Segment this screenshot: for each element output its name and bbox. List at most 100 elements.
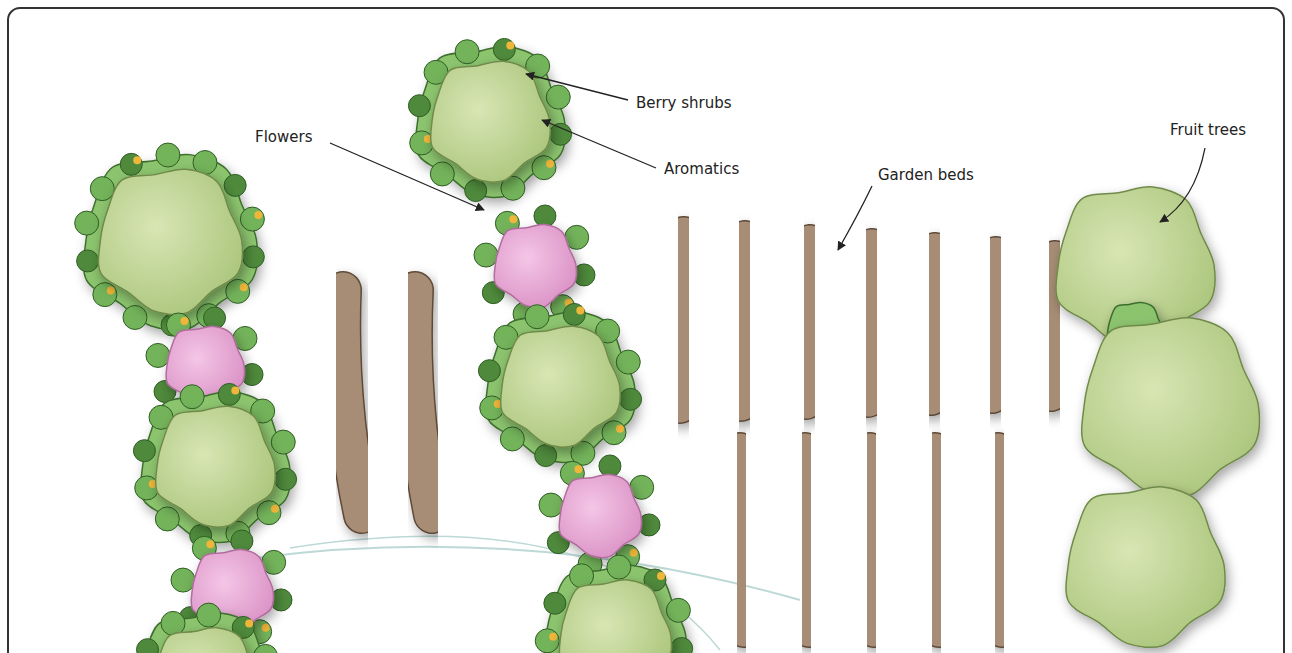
shrub	[90, 177, 114, 201]
shrub	[133, 440, 155, 462]
flower-dot	[231, 386, 239, 394]
shrub	[254, 644, 278, 653]
callout-label: Aromatics	[664, 160, 739, 178]
shrub	[408, 95, 430, 117]
garden-bed	[997, 450, 1002, 630]
tree-canopy	[156, 406, 276, 527]
garden-bed	[934, 450, 939, 630]
flower-bed	[494, 225, 576, 308]
leader-line	[1160, 148, 1205, 222]
flower-dot	[549, 633, 557, 641]
leader-line	[526, 74, 628, 100]
shrub	[534, 205, 556, 227]
leader-line	[542, 120, 656, 168]
garden-bed	[741, 239, 747, 403]
leader-line	[330, 143, 484, 210]
garden-bed	[342, 290, 362, 515]
garden-bed	[680, 235, 686, 405]
garden-bed	[992, 255, 998, 395]
shrub	[75, 211, 99, 235]
callout-label: Flowers	[255, 128, 312, 146]
garden-bed	[869, 450, 874, 630]
shrub	[231, 530, 253, 552]
flower-dot	[576, 306, 584, 314]
callout-label: Berry shrubs	[636, 94, 732, 112]
flower-dot	[271, 505, 279, 513]
shrub	[563, 303, 585, 325]
tree-canopy	[98, 169, 242, 314]
garden-bed	[505, 565, 506, 653]
shrub	[455, 40, 479, 64]
callout-label: Garden beds	[878, 166, 974, 184]
shrub-ring	[84, 154, 258, 330]
shrub	[525, 305, 549, 329]
shrub	[607, 555, 631, 579]
flower-dot	[616, 425, 624, 433]
shrub	[224, 174, 246, 196]
flower-dot	[206, 540, 214, 548]
shrub	[180, 385, 204, 409]
shrub	[171, 568, 195, 592]
shrub-ring	[141, 391, 291, 542]
tree-columns	[75, 38, 1260, 653]
shrub	[430, 162, 454, 186]
shrub	[620, 388, 642, 410]
garden-bed	[445, 565, 446, 653]
shrub	[535, 629, 559, 653]
shrub	[478, 360, 500, 382]
shrub	[535, 445, 557, 467]
flower-dot	[133, 156, 141, 164]
fruit-tree	[1066, 487, 1225, 648]
shrub	[474, 243, 498, 267]
flower-dot	[509, 215, 517, 223]
shrub	[226, 279, 250, 303]
shrub	[493, 38, 515, 60]
flower-dot	[180, 317, 188, 325]
frame	[8, 8, 1284, 653]
flower-dot	[245, 619, 253, 627]
shrub	[93, 283, 117, 307]
garden-bed	[385, 565, 386, 653]
flower-dot	[107, 287, 115, 295]
shrub	[242, 246, 264, 268]
garden-bed	[806, 243, 812, 401]
fruit-tree	[1082, 318, 1260, 497]
garden-bed	[868, 247, 874, 399]
shrub	[275, 468, 297, 490]
shrub	[616, 350, 640, 374]
garden-bed	[804, 450, 809, 630]
tree-canopy	[431, 61, 551, 182]
callout-label: Fruit trees	[1170, 121, 1246, 139]
shrub-ring	[486, 311, 636, 462]
shrub	[539, 493, 563, 517]
garden-bed	[931, 251, 937, 397]
shrub	[599, 455, 621, 477]
garden-bed	[414, 290, 432, 515]
shrub	[500, 427, 524, 451]
shrub	[137, 639, 159, 653]
shrub	[77, 250, 99, 272]
shrub	[146, 343, 170, 367]
shrub	[544, 592, 566, 614]
flower-dot	[657, 572, 665, 580]
tree-canopy	[559, 580, 671, 653]
shrub	[271, 430, 295, 454]
shrub	[602, 421, 626, 445]
leader-line	[838, 186, 872, 250]
shrub	[204, 307, 226, 329]
shrub	[156, 143, 180, 167]
shrub-ring	[416, 46, 566, 197]
shrub	[240, 207, 264, 231]
flower-dot	[546, 160, 554, 168]
flower-dot	[574, 465, 582, 473]
garden-beds	[325, 235, 1057, 653]
shrub	[155, 507, 179, 531]
leader-lines	[330, 74, 1205, 250]
garden-bed	[739, 450, 744, 630]
shrub	[546, 85, 570, 109]
flower-dot	[630, 549, 638, 557]
flower-dot	[240, 283, 248, 291]
shrub	[570, 564, 594, 588]
shrub	[465, 180, 487, 202]
